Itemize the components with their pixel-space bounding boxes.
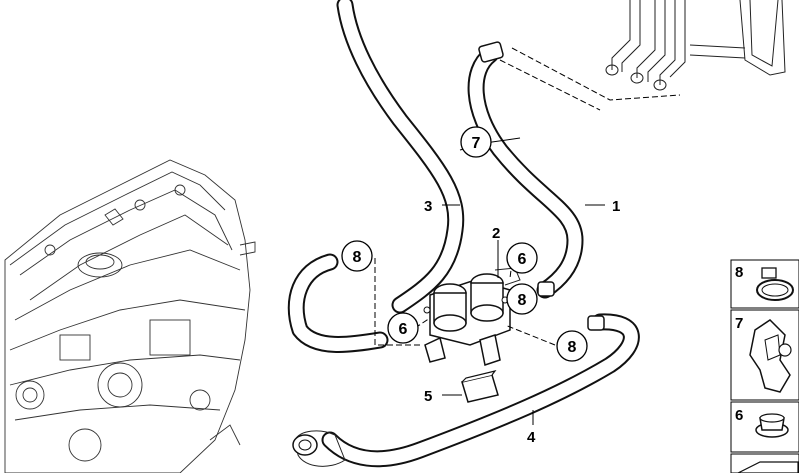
callout-6-left: 6 <box>387 312 419 344</box>
part-number-4: 4 <box>527 429 536 446</box>
clip-holder-icon <box>749 319 792 393</box>
callout-7: 7 <box>460 126 492 158</box>
hose-3 <box>336 0 465 314</box>
legend-label-7: 7 <box>735 315 743 332</box>
grommet-icon <box>755 413 789 438</box>
water-valve-illustration <box>423 267 521 366</box>
part-number-3: 3 <box>424 198 432 215</box>
hose-clamp-icon <box>756 267 794 301</box>
legend-panel: 8 7 6 <box>730 259 799 473</box>
hose-8-left <box>287 253 389 353</box>
callout-8-left-label: 8 <box>353 249 362 266</box>
hose-4 <box>292 313 640 468</box>
heater-pipes-illustration <box>499 0 786 111</box>
legend-label-8: 8 <box>735 264 743 281</box>
part-number-2: 2 <box>492 225 500 242</box>
callout-6-left-label: 6 <box>399 321 408 338</box>
callout-6-top-label: 6 <box>518 251 527 268</box>
grommet-part-5-illustration <box>461 370 499 403</box>
callout-6-top: 6 <box>506 242 538 274</box>
part-number-5: 5 <box>424 388 432 405</box>
bracket-icon <box>737 461 799 473</box>
legend-label-6: 6 <box>735 407 743 424</box>
callout-8-right-label: 8 <box>568 339 577 356</box>
part-number-1: 1 <box>612 198 620 215</box>
callout-7-label: 7 <box>472 135 481 152</box>
callout-8-left: 8 <box>341 240 373 272</box>
callout-8-middle: 8 <box>506 283 538 315</box>
engine-block-illustration <box>4 159 256 473</box>
callout-8-middle-label: 8 <box>518 292 527 309</box>
hose-1 <box>467 41 584 299</box>
callout-8-right: 8 <box>556 330 588 362</box>
